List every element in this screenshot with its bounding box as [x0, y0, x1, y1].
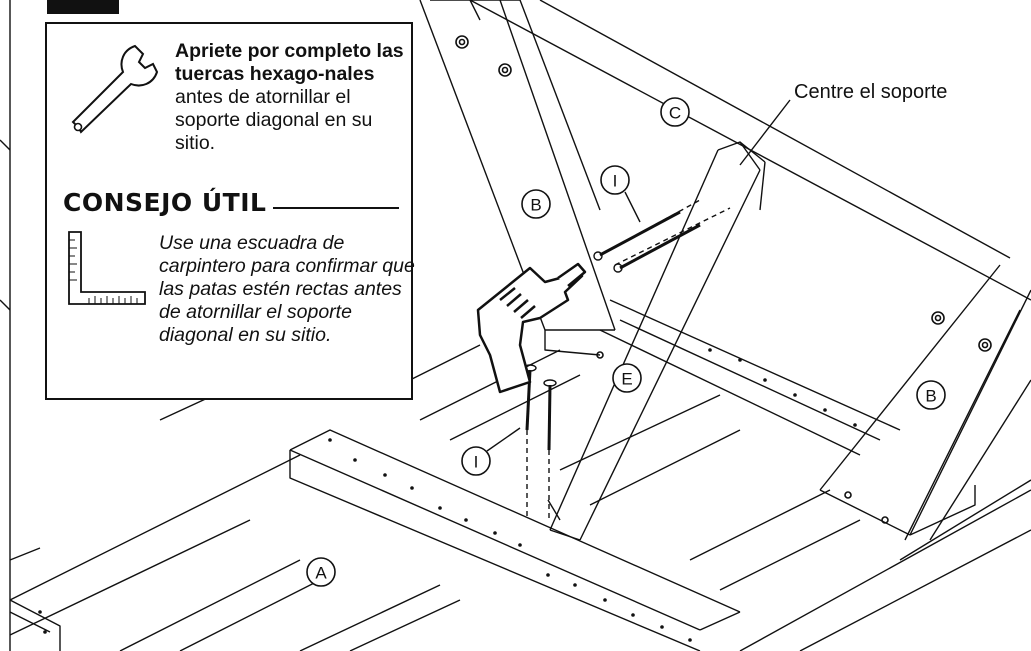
part-b-label-right: B	[925, 387, 936, 406]
part-i-label-lower: I	[474, 453, 479, 472]
tip-box: Apriete por completo las tuercas hexago-…	[45, 22, 415, 400]
hex-nuts	[455, 35, 992, 524]
beam-holes	[38, 348, 857, 642]
drill-icon	[476, 262, 587, 394]
tip-heading: CONSEJO ÚTIL	[63, 188, 267, 217]
cross-beam	[289, 299, 901, 651]
part-i-marker-upper	[600, 165, 630, 195]
plank-end	[9, 599, 61, 651]
part-c-marker	[660, 97, 690, 127]
brace-e	[547, 141, 766, 541]
callout-text: Centre el soporte	[794, 81, 947, 103]
screws	[523, 199, 731, 520]
part-a-marker	[306, 557, 336, 587]
carpenter-square-icon	[68, 231, 146, 305]
part-i-label-upper: I	[613, 172, 618, 191]
tip-main-text: Apriete por completo las tuercas hexago-…	[175, 40, 415, 155]
tip-main-rest: antes de atornillar el soporte diagonal …	[175, 86, 373, 154]
leg-b-left	[419, 0, 616, 356]
part-b-marker-right	[916, 380, 946, 410]
part-b-marker-left	[521, 189, 551, 219]
part-c-label: C	[669, 104, 681, 123]
callout-leader	[739, 99, 791, 166]
step-tab	[47, 0, 119, 14]
part-e-marker	[612, 363, 642, 393]
tip-heading-rule	[273, 207, 399, 209]
leg-b-right	[819, 264, 1031, 541]
part-b-label-left: B	[530, 196, 541, 215]
part-i-marker-lower	[461, 446, 491, 476]
part-e-label: E	[621, 370, 632, 389]
tip-body-text: Use una escuadra de carpintero para conf…	[159, 232, 415, 346]
wrench-icon	[71, 44, 159, 134]
tip-main-bold: Apriete por completo las tuercas hexago-…	[175, 40, 404, 85]
part-a-label: A	[315, 564, 327, 583]
